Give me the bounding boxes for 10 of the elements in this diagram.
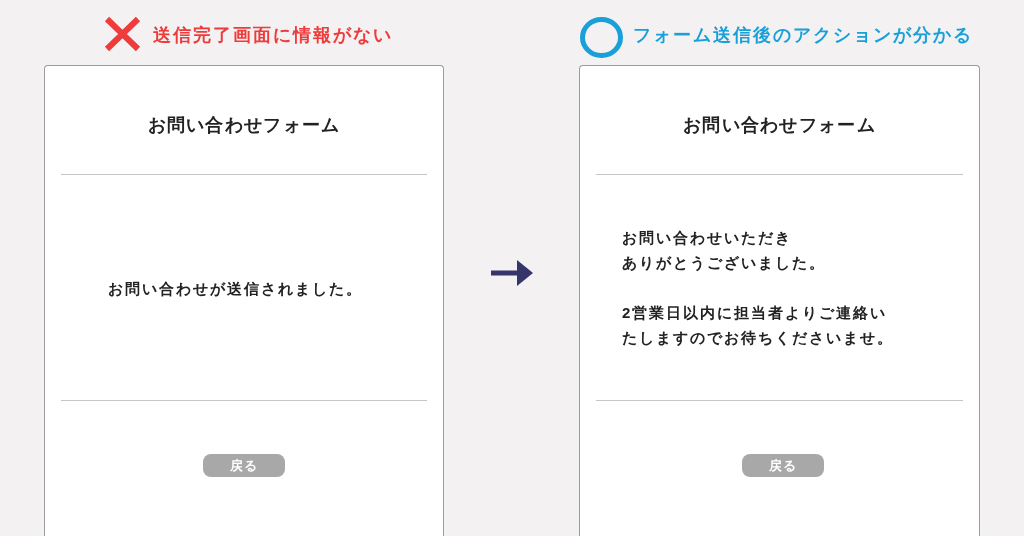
heading: 送信完了画面に情報がない (153, 24, 393, 47)
arrow (491, 260, 533, 286)
form-title: お問い合わせフォーム (147, 114, 341, 137)
heading: フォーム送信後のアクションが分かる (633, 24, 973, 47)
message-text: お問い合わせいただきありがとうございました。 (622, 228, 826, 273)
message-text: 2営業日以内に担当者よりご連絡いたしますのでお待ちくださいませ。 (622, 303, 894, 348)
back-button: 戻る (203, 454, 285, 477)
back-button: 戻る (742, 454, 824, 477)
form-title: お問い合わせフォーム (683, 114, 876, 137)
message-text: お問い合わせが送信されました。 (107, 279, 363, 299)
